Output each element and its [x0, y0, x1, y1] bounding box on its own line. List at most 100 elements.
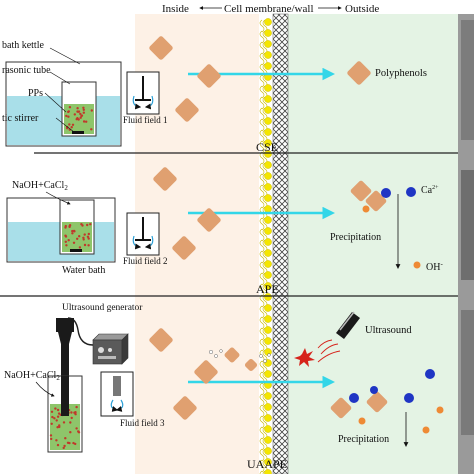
pp-particle — [75, 427, 78, 430]
pp-particle — [90, 128, 93, 131]
polyphenol-diamond — [149, 328, 173, 352]
pp-particles-3 — [49, 405, 81, 450]
phospholipid-head — [264, 392, 272, 400]
polyphenol-diamond — [175, 98, 199, 122]
pp-particle — [56, 408, 60, 412]
cell-membrane — [259, 18, 272, 474]
phospholipid-head — [264, 40, 272, 48]
pp-particle — [86, 223, 89, 227]
pp-particle — [63, 444, 66, 448]
phospholipid-head — [264, 117, 272, 125]
fluid-field-label-1: Fluid field 1 — [123, 115, 168, 125]
phospholipid-head — [264, 436, 272, 444]
ultrasound-label: Ultrasound — [365, 325, 412, 336]
phospholipid-head — [264, 315, 272, 323]
pp-particle — [64, 224, 68, 228]
reagent-label-3: NaOH+CaCl2 — [4, 370, 60, 382]
pp-particle — [56, 443, 60, 447]
phospholipid-head — [264, 458, 272, 466]
phospholipid-head — [264, 194, 272, 202]
polyphenol-diamond — [330, 397, 352, 419]
pp-particle — [49, 434, 53, 437]
pp-particle — [85, 120, 88, 123]
phospholipid-head — [264, 282, 272, 290]
polyphenol-diamond — [149, 36, 173, 60]
precipitation-label-2: Precipitation — [330, 232, 381, 243]
pp-particle — [70, 126, 73, 129]
tube-label: rasonic tube — [2, 65, 51, 76]
reagent-arrow-2 — [45, 191, 71, 205]
polyphenol-diamond — [194, 360, 218, 384]
pp-particle — [78, 235, 81, 238]
polyphenol-diamond — [197, 208, 221, 232]
stirrer-leader — [55, 117, 75, 133]
pp-particle — [83, 243, 87, 247]
pp-particle — [69, 431, 72, 434]
membrane-label: Cell membrane/wall — [224, 3, 314, 15]
phospholipid-head — [264, 326, 272, 334]
phospholipid-head — [264, 238, 272, 246]
cavitation-bubbles — [208, 349, 271, 363]
ca-ion — [425, 369, 435, 379]
ion-oh-label: OH- — [426, 260, 443, 273]
phospholipid-head — [264, 172, 272, 180]
pp-particle — [66, 127, 69, 130]
pp-particle — [82, 108, 86, 112]
water-bath-label: Water bath — [62, 265, 105, 276]
pp-particle — [55, 419, 58, 422]
pp-particle — [62, 446, 65, 450]
pp-particle — [55, 439, 58, 442]
magnetic-stirrer-bar — [72, 131, 84, 134]
phospholipid-head — [264, 469, 272, 474]
method-label-ape: APE — [256, 282, 279, 296]
phospholipid-head — [264, 29, 272, 37]
pp-particle — [90, 109, 94, 112]
pp-particle — [75, 405, 78, 409]
pp-particle — [87, 244, 90, 247]
pp-particle — [72, 229, 76, 233]
pp-particle — [50, 437, 53, 441]
phospholipid-head — [264, 249, 272, 257]
pps-leader — [44, 92, 67, 113]
ca-ion — [349, 393, 359, 403]
oh-ion — [362, 205, 370, 213]
pp-particle — [72, 441, 75, 445]
pp-particle — [64, 437, 67, 440]
reagent-arrow-3 — [35, 381, 55, 397]
pp-particle — [70, 411, 73, 414]
pp-particle — [74, 411, 77, 414]
phospholipid-head — [264, 106, 272, 114]
pp-particle — [50, 422, 53, 425]
ca-ion — [370, 386, 378, 394]
pp-particle — [53, 417, 56, 420]
pp-particle — [56, 426, 59, 429]
ca-ion — [406, 187, 416, 197]
header: Inside Cell membrane/wall Outside — [162, 3, 379, 15]
phospholipid-head — [264, 304, 272, 312]
pp-particle — [79, 116, 82, 119]
pp-particle — [58, 424, 61, 427]
oh-ion — [422, 426, 430, 434]
ca-ion — [381, 188, 391, 198]
ultrasound-probe-tip — [336, 311, 360, 339]
kettle-leader — [49, 47, 81, 65]
pp-particles-2 — [64, 223, 92, 249]
polyphenol-diamond — [224, 347, 240, 363]
cell-wall — [272, 13, 289, 474]
phospholipid-head — [264, 205, 272, 213]
polyphenol-diamond — [365, 190, 387, 212]
pp-particle — [82, 106, 85, 110]
polyphenol-diamond — [350, 180, 372, 202]
inside-label: Inside — [162, 3, 189, 15]
pp-particle — [82, 120, 86, 123]
pp-particle — [67, 115, 70, 118]
pp-particle — [70, 416, 73, 420]
pp-particle — [76, 107, 79, 110]
oh-ion — [436, 406, 444, 414]
polyphenol-diamond — [197, 64, 221, 88]
pp-particle — [80, 114, 84, 117]
product-label: Polyphenols — [375, 68, 427, 79]
phospholipid-head — [264, 260, 272, 268]
pp-particle — [65, 114, 68, 118]
